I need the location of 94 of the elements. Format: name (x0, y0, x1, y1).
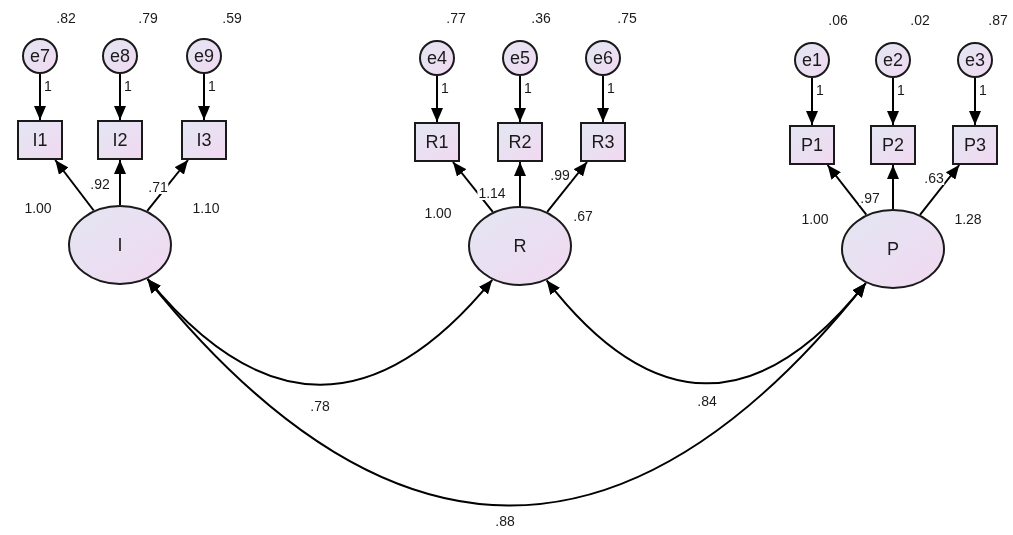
error-term-circle (22, 38, 58, 74)
variance-value: .36 (531, 11, 551, 25)
variable-label: R1 (425, 133, 449, 151)
variance-value: 1.10 (192, 201, 220, 215)
variable-label: I2 (112, 131, 128, 149)
edge-label: .88 (494, 514, 516, 528)
error-term-circle (102, 38, 138, 74)
latent-variable-ellipse (468, 206, 572, 286)
variable-label: P3 (964, 136, 986, 154)
variable-label: P2 (882, 136, 904, 154)
variable-label: P1 (801, 136, 823, 154)
variable-label: e5 (510, 49, 530, 67)
double-headed-arrow (146, 278, 867, 507)
edge-label: 1 (207, 79, 217, 93)
latent-variable-ellipse (68, 205, 172, 285)
edge-label: .97 (859, 191, 881, 205)
arrow (146, 159, 189, 212)
observed-variable-box (580, 122, 626, 162)
variable-label: e3 (965, 51, 985, 69)
edge-label: 1 (896, 83, 906, 97)
edge-label: .71 (147, 180, 169, 194)
latent-variable-ellipse (841, 209, 945, 289)
arrow (597, 75, 609, 123)
variable-label: I1 (32, 131, 48, 149)
variance-value: .87 (988, 13, 1008, 27)
variance-value: .75 (617, 11, 637, 25)
observed-variable-box (952, 125, 998, 165)
arrow (826, 164, 868, 216)
edge-label: .63 (923, 171, 945, 185)
arrow (514, 75, 526, 123)
variable-label: I3 (196, 131, 212, 149)
variable-label: I (117, 236, 123, 254)
variance-value: .06 (828, 13, 848, 27)
arrow (887, 164, 899, 210)
variable-label: e8 (110, 47, 130, 65)
observed-variable-box (414, 122, 460, 162)
observed-variable-box (17, 120, 63, 160)
edge-label: 1.00 (423, 206, 453, 220)
arrow (969, 77, 981, 126)
observed-variable-box (97, 120, 143, 160)
error-term-circle (794, 42, 830, 78)
arrow (806, 77, 818, 126)
variance-value: .82 (56, 11, 76, 25)
variable-label: e6 (593, 49, 613, 67)
observed-variable-box (181, 120, 227, 160)
error-term-circle (186, 38, 222, 74)
variance-value: .79 (138, 11, 158, 25)
arrow (114, 159, 126, 206)
edge-label: 1.00 (800, 212, 830, 226)
variable-label: R (513, 237, 527, 255)
variable-label: e4 (427, 49, 447, 67)
observed-variable-box (789, 125, 835, 165)
variance-value: .77 (446, 11, 466, 25)
arrow (451, 161, 494, 213)
observed-variable-box (870, 125, 916, 165)
edge-label: 1 (123, 79, 133, 93)
variance-value: .59 (222, 11, 242, 25)
edge-label: .99 (549, 168, 571, 182)
edge-label: .84 (696, 394, 718, 408)
arrow (514, 161, 526, 207)
edge-label: 1 (606, 81, 616, 95)
edge-label: 1.14 (477, 186, 507, 200)
error-term-circle (502, 40, 538, 76)
variable-label: P (887, 240, 899, 258)
arrow (54, 159, 95, 212)
edge-label: 1.00 (23, 201, 53, 215)
arrow (198, 73, 210, 121)
error-term-circle (875, 42, 911, 78)
arrow (887, 77, 899, 126)
variance-value: .67 (573, 209, 593, 223)
error-term-circle (585, 40, 621, 76)
observed-variable-box (497, 122, 543, 162)
arrow (114, 73, 126, 121)
variable-label: e1 (802, 51, 822, 69)
variable-label: e9 (194, 47, 214, 65)
edge-label: 1 (440, 81, 450, 95)
variance-value: 1.28 (954, 212, 982, 226)
edge-label: 1 (815, 83, 825, 97)
edge-label: 1 (978, 83, 988, 97)
variable-label: R3 (591, 133, 615, 151)
variable-label: e7 (30, 47, 50, 65)
arrow (546, 161, 589, 213)
edge-label: 1 (523, 81, 533, 95)
error-term-circle (957, 42, 993, 78)
edge-label: .78 (309, 399, 331, 413)
edge-label: 1 (43, 79, 53, 93)
variance-value: .02 (910, 13, 930, 27)
edge-label: .92 (89, 177, 111, 191)
error-term-circle (419, 40, 455, 76)
variable-label: e2 (883, 51, 903, 69)
arrow (34, 73, 46, 121)
arrow (431, 75, 443, 123)
variable-label: R2 (508, 133, 532, 151)
arrow (918, 164, 961, 216)
